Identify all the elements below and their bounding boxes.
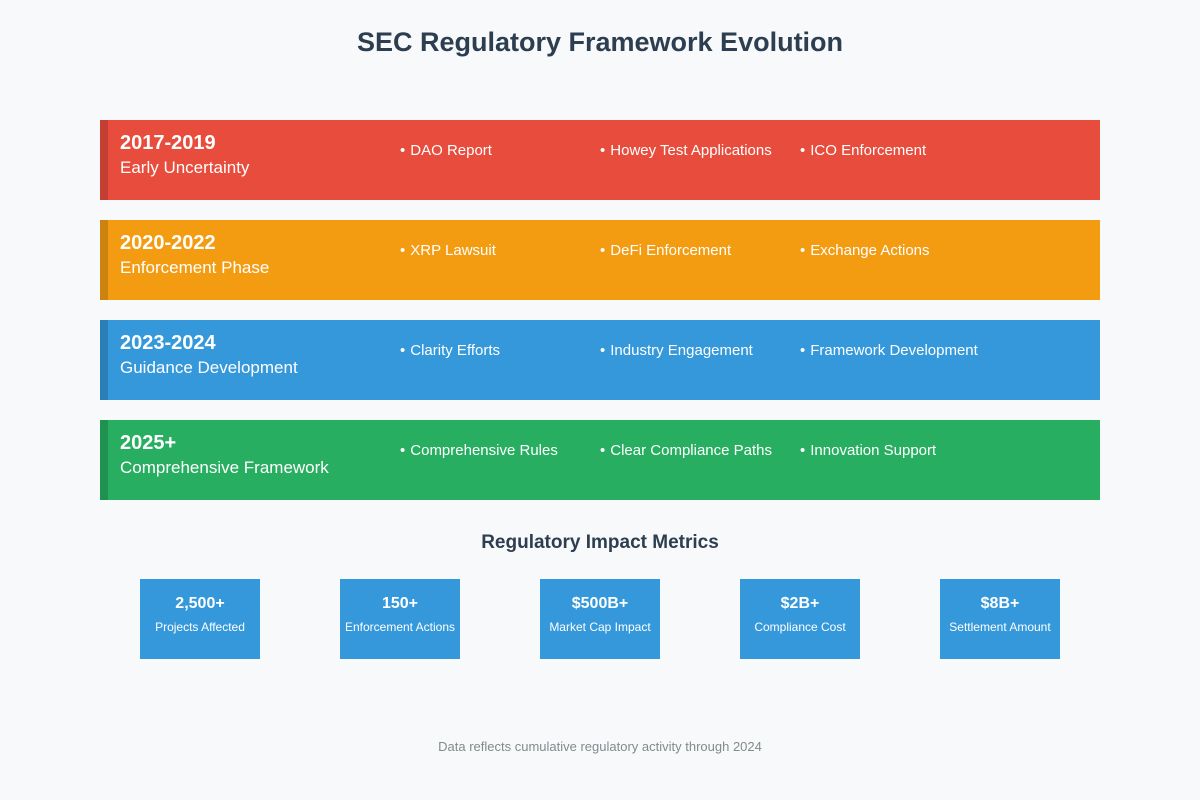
bullet-icon: • <box>800 342 806 359</box>
bullet-icon: • <box>800 142 806 159</box>
phase-item: •Clarity Efforts <box>400 320 600 400</box>
metric-label: Market Cap Impact <box>549 620 651 634</box>
phase-item: •Exchange Actions <box>800 220 1000 300</box>
phase-head: 2025+ Comprehensive Framework <box>108 420 400 500</box>
metric-card: $8B+ Settlement Amount <box>940 579 1060 659</box>
phase-item-label: XRP Lawsuit <box>410 242 496 259</box>
bullet-icon: • <box>400 342 406 359</box>
phase-name: Guidance Development <box>120 358 298 377</box>
timeline-phase-row: 2023-2024 Guidance Development •Clarity … <box>100 320 1100 400</box>
bullet-icon: • <box>800 242 806 259</box>
phase-head: 2020-2022 Enforcement Phase <box>108 220 400 300</box>
phase-item: •Industry Engagement <box>600 320 800 400</box>
phase-item-label: Comprehensive Rules <box>410 442 558 459</box>
metric-value: 2,500+ <box>175 595 225 612</box>
phase-item-label: Innovation Support <box>810 442 937 459</box>
bullet-icon: • <box>400 142 406 159</box>
phase-head: 2023-2024 Guidance Development <box>108 320 400 400</box>
phase-item-label: DeFi Enforcement <box>610 242 732 259</box>
phase-item-label: DAO Report <box>410 142 492 159</box>
phase-item-label: Framework Development <box>810 342 978 359</box>
phase-years: 2017-2019 <box>120 132 216 154</box>
bullet-icon: • <box>400 242 406 259</box>
metric-card: $500B+ Market Cap Impact <box>540 579 660 659</box>
timeline-phase-row: 2017-2019 Early Uncertainty •DAO Report … <box>100 120 1100 200</box>
metric-value: $8B+ <box>980 595 1020 612</box>
phase-name: Early Uncertainty <box>120 158 250 177</box>
metric-label: Settlement Amount <box>949 620 1051 634</box>
phase-item: •Comprehensive Rules <box>400 420 600 500</box>
phase-item: •DeFi Enforcement <box>600 220 800 300</box>
phase-name: Comprehensive Framework <box>120 458 329 477</box>
timeline-phase-row: 2020-2022 Enforcement Phase •XRP Lawsuit… <box>100 220 1100 300</box>
phase-head: 2017-2019 Early Uncertainty <box>108 120 400 200</box>
metric-label: Projects Affected <box>155 620 245 634</box>
phase-item-label: Howey Test Applications <box>610 142 772 159</box>
phase-item-label: Clarity Efforts <box>410 342 501 359</box>
bullet-icon: • <box>600 242 606 259</box>
metrics-title: Regulatory Impact Metrics <box>481 532 719 553</box>
bullet-icon: • <box>400 442 406 459</box>
phase-years: 2025+ <box>120 432 177 454</box>
bullet-icon: • <box>600 442 606 459</box>
timeline-phase-row: 2025+ Comprehensive Framework •Comprehen… <box>100 420 1100 500</box>
phase-item-label: Clear Compliance Paths <box>610 442 773 459</box>
phase-item: •DAO Report <box>400 120 600 200</box>
metric-value: $2B+ <box>780 595 820 612</box>
bullet-icon: • <box>600 342 606 359</box>
timeline: 2017-2019 Early Uncertainty •DAO Report … <box>100 120 1100 500</box>
metric-card: $2B+ Compliance Cost <box>740 579 860 659</box>
phase-name: Enforcement Phase <box>120 258 270 277</box>
metric-label: Enforcement Actions <box>344 620 456 634</box>
bullet-icon: • <box>800 442 806 459</box>
phase-item: •XRP Lawsuit <box>400 220 600 300</box>
phase-item: •Clear Compliance Paths <box>600 420 800 500</box>
page-title: SEC Regulatory Framework Evolution <box>356 27 844 57</box>
metric-card: 2,500+ Projects Affected <box>140 579 260 659</box>
phase-item: •Framework Development <box>800 320 1000 400</box>
metric-value: $500B+ <box>571 595 629 612</box>
metrics-row: 2,500+ Projects Affected 150+ Enforcemen… <box>0 579 1200 659</box>
phase-item: •Innovation Support <box>800 420 1000 500</box>
phase-item-label: Industry Engagement <box>610 342 753 359</box>
footer-note: Data reflects cumulative regulatory acti… <box>438 739 762 754</box>
bullet-icon: • <box>600 142 606 159</box>
phase-item: •ICO Enforcement <box>800 120 1000 200</box>
phase-item-label: ICO Enforcement <box>810 142 927 159</box>
phase-item: •Howey Test Applications <box>600 120 800 200</box>
phase-years: 2023-2024 <box>120 332 216 354</box>
metric-card: 150+ Enforcement Actions <box>340 579 460 659</box>
metric-value: 150+ <box>381 595 419 612</box>
metric-label: Compliance Cost <box>754 620 846 634</box>
phase-years: 2020-2022 <box>120 232 216 254</box>
phase-item-label: Exchange Actions <box>810 242 930 259</box>
